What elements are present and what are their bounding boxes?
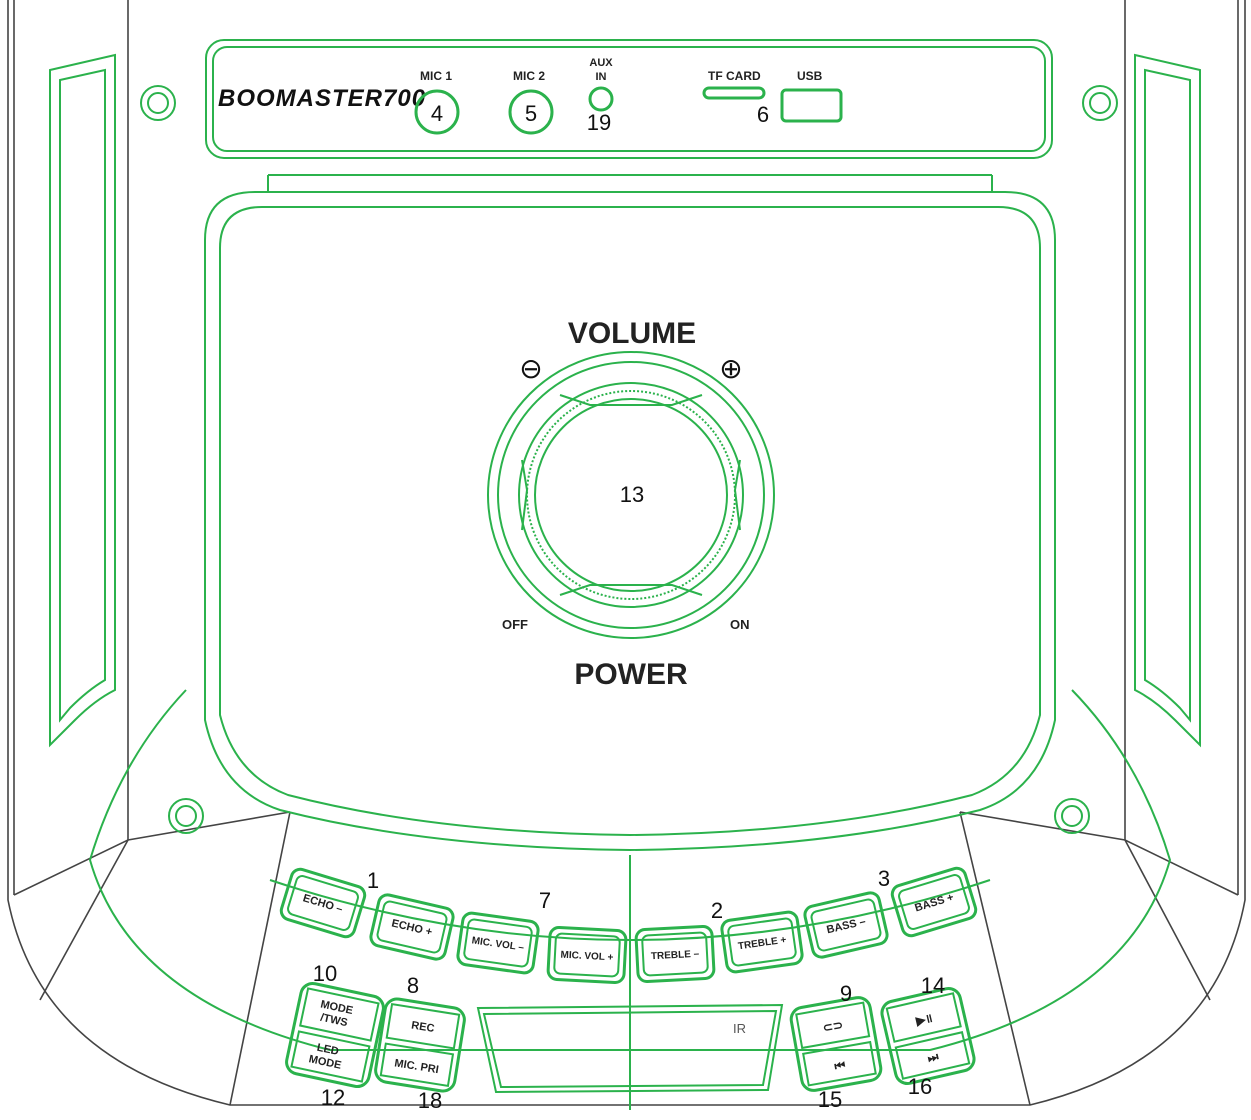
- repeat-prev-rocker: [789, 996, 883, 1092]
- display-window: [476, 1003, 784, 1094]
- treble-plus-button[interactable]: TREBLE +: [720, 910, 804, 974]
- brand-logo: BOOMASTER700: [218, 85, 426, 112]
- callout-2: 2: [711, 898, 723, 923]
- repeat-icon: ⊂⊃: [822, 1018, 844, 1035]
- prev-track-icon: ⏮: [833, 1058, 846, 1074]
- power-off-label: OFF: [502, 617, 528, 632]
- bass-plus-button[interactable]: BASS +: [890, 866, 978, 938]
- callout-13: 13: [620, 482, 644, 507]
- mode-led-rocker: [285, 982, 385, 1088]
- callout-14: 14: [921, 973, 945, 998]
- rec-micpri-rocker: [374, 997, 466, 1093]
- callout-1: 1: [367, 868, 379, 893]
- volume-minus-icon: ⊖: [519, 353, 542, 384]
- mic1-label: MIC 1: [420, 69, 452, 83]
- callout-12: 12: [321, 1085, 345, 1110]
- play-pause-icon: ▶॥: [914, 1011, 934, 1029]
- port-panel: [205, 39, 1053, 159]
- callout-10: 10: [313, 961, 337, 986]
- svg-text:MIC. VOL +: MIC. VOL +: [560, 950, 614, 964]
- callout-9: 9: [840, 981, 852, 1006]
- right-handle-slot: [1134, 53, 1201, 748]
- callout-4: 4: [431, 101, 443, 126]
- svg-text:MIC. VOL –: MIC. VOL –: [471, 935, 525, 953]
- aux-label-line1: AUX: [589, 57, 613, 69]
- aux-in-jack[interactable]: [588, 86, 614, 112]
- tf-card-slot[interactable]: [702, 86, 766, 100]
- left-handle-slot: [49, 53, 116, 748]
- usb-port[interactable]: [780, 88, 843, 123]
- control-deck: [88, 689, 1172, 1110]
- svg-text:BASS +: BASS +: [913, 891, 955, 914]
- echo-plus-button[interactable]: ECHO +: [369, 893, 455, 961]
- svg-text:TREBLE +: TREBLE +: [737, 935, 787, 953]
- svg-text:TREBLE –: TREBLE –: [651, 949, 700, 963]
- screw-top-right: [1082, 85, 1118, 121]
- usb-label: USB: [797, 69, 823, 83]
- rec-button[interactable]: REC: [385, 1002, 461, 1050]
- echo-minus-button[interactable]: ECHO –: [279, 867, 367, 939]
- screw-top-left: [140, 85, 176, 121]
- screw-bottom-left: [168, 798, 204, 834]
- callout-15: 15: [818, 1087, 842, 1112]
- play-next-rocker: [880, 986, 976, 1086]
- next-track-icon: ⏭: [926, 1049, 940, 1065]
- power-label: POWER: [574, 658, 688, 691]
- callout-5: 5: [525, 101, 537, 126]
- svg-text:MIC. PRI: MIC. PRI: [394, 1057, 440, 1076]
- aux-label-line2: IN: [596, 71, 607, 83]
- knob-panel: [204, 174, 1056, 852]
- ir-receiver-label: IR: [733, 1021, 746, 1036]
- tf-card-label: TF CARD: [708, 69, 761, 83]
- callout-18: 18: [418, 1088, 442, 1113]
- callout-8: 8: [407, 973, 419, 998]
- callout-7: 7: [539, 888, 551, 913]
- treble-minus-button[interactable]: TREBLE –: [634, 925, 716, 983]
- mic2-label: MIC 2: [513, 69, 545, 83]
- svg-text:REC: REC: [410, 1019, 435, 1034]
- power-on-label: ON: [730, 617, 750, 632]
- callout-3: 3: [878, 866, 890, 891]
- volume-plus-icon: ⊕: [719, 353, 742, 384]
- volume-label: VOLUME: [568, 317, 696, 350]
- callout-19: 19: [587, 110, 611, 135]
- svg-text:/TWS: /TWS: [319, 1012, 348, 1029]
- screw-bottom-right: [1054, 798, 1090, 834]
- prev-track-button[interactable]: ⏮: [802, 1040, 877, 1087]
- mic-vol-plus-button[interactable]: MIC. VOL +: [546, 926, 628, 984]
- mic1-jack[interactable]: [414, 89, 460, 135]
- callout-6: 6: [757, 102, 769, 127]
- mode-tws-button[interactable]: MODE /TWS: [299, 987, 380, 1042]
- mic2-jack[interactable]: [508, 89, 554, 135]
- mic-vol-minus-button[interactable]: MIC. VOL –: [456, 911, 540, 975]
- play-pause-button[interactable]: ▶॥: [885, 992, 962, 1043]
- svg-text:LED: LED: [316, 1042, 340, 1058]
- repeat-button[interactable]: ⊂⊃: [795, 1001, 871, 1050]
- next-track-button[interactable]: ⏭: [894, 1031, 971, 1080]
- callout-16: 16: [908, 1074, 932, 1099]
- volume-power-knob[interactable]: [487, 351, 775, 639]
